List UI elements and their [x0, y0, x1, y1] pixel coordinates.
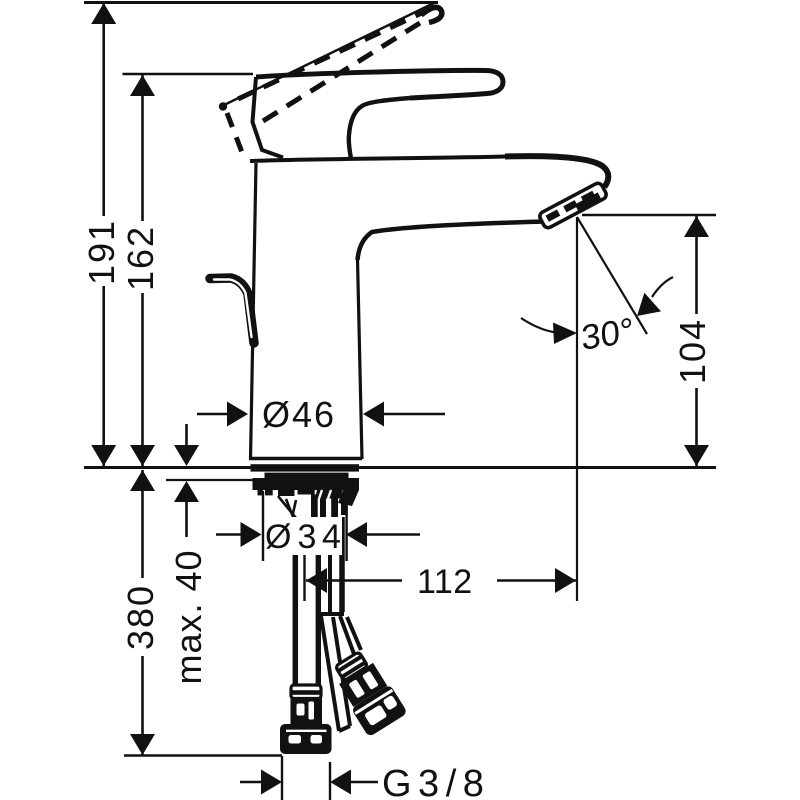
- svg-text:G3/8: G3/8: [382, 763, 490, 800]
- svg-text:Ø46: Ø46: [262, 394, 336, 435]
- svg-text:3: 3: [298, 518, 317, 556]
- svg-text:112: 112: [417, 563, 473, 601]
- svg-text:4: 4: [322, 518, 341, 556]
- svg-text:162: 162: [120, 225, 161, 291]
- svg-text:max. 40: max. 40: [168, 549, 209, 684]
- svg-text:30°: 30°: [580, 311, 634, 358]
- svg-text:Ø: Ø: [265, 518, 291, 556]
- svg-text:380: 380: [120, 584, 161, 650]
- svg-text:191: 191: [81, 219, 122, 285]
- svg-text:104: 104: [672, 318, 713, 384]
